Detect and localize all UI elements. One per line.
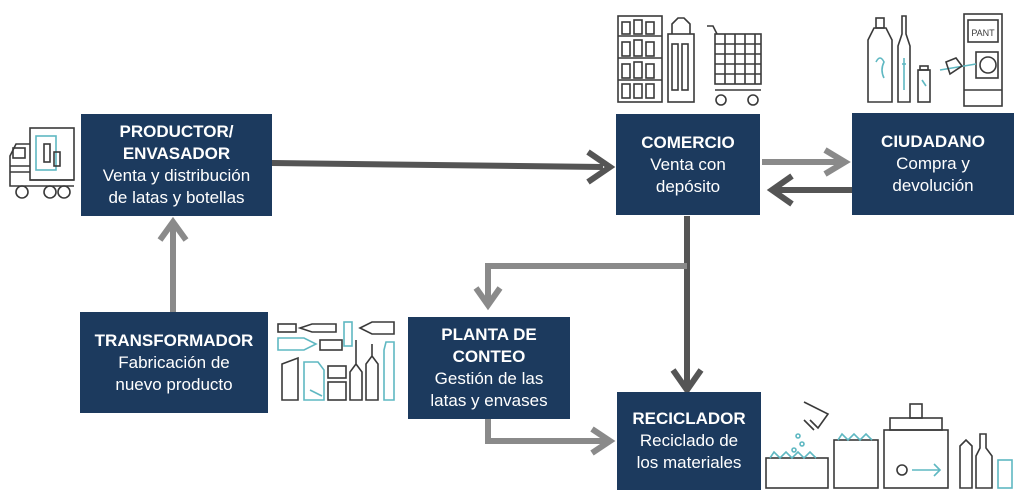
node-transformador-desc-2: nuevo producto [115,374,233,394]
node-planta-title-2: CONTEO [452,347,526,366]
arrow-productor-to-comercio [271,149,616,185]
arrow-comercio-to-ciudadano [762,147,851,177]
arrow-transformador-to-productor [157,216,189,312]
node-comercio-desc-2: depósito [655,176,721,196]
recycling-plant-icon [765,401,1013,489]
node-comercio-title: COMERCIO [641,132,735,152]
sorted-containers-icon [277,321,395,401]
node-reciclador-title: RECICLADOR [632,409,746,428]
bottles-and-cans-icon [867,15,931,103]
node-productor-title-2: ENVASADOR [122,144,231,163]
vending-machine-label: PANT [971,28,995,38]
node-productor: PRODUCTOR/ ENVASADOR Venta y distribució… [81,114,272,216]
node-ciudadano-title: CIUDADANO [881,132,985,151]
node-transformador-title: TRANSFORMADOR [94,330,254,350]
node-productor-desc: Venta y distribución [102,166,251,185]
shopping-cart-icon [707,25,762,106]
delivery-truck-icon [9,127,75,199]
node-planta-desc: Gestión de las [434,369,544,388]
arrow-comercio-to-reciclador [670,216,704,396]
node-productor-desc-2: de latas y botellas [108,188,245,207]
node-transformador-desc: Fabricación de [118,352,230,372]
node-comercio-desc: Venta con [650,154,726,174]
node-reciclador: RECICLADOR Reciclado de los materiales [617,392,761,490]
store-shelf-icon [617,15,695,103]
node-comercio: COMERCIO Venta con depósito [616,114,760,215]
arrow-ciudadano-to-comercio [766,173,852,207]
node-transformador: TRANSFORMADOR Fabricación de nuevo produ… [80,312,268,413]
arrow-comercio-to-planta [473,263,687,311]
node-planta-title: PLANTA DE [441,325,537,344]
node-ciudadano-desc-2: devolución [892,176,974,195]
node-planta: PLANTA DE CONTEO Gestión de las latas y … [408,317,570,419]
node-reciclador-desc: Reciclado de [639,431,739,450]
node-planta-desc-2: latas y envases [430,391,548,410]
node-ciudadano-desc: Compra y [896,154,970,173]
arrow-planta-to-reciclador [485,418,616,456]
node-ciudadano: CIUDADANO Compra y devolución [852,113,1014,215]
reverse-vending-machine-icon: PANT [939,13,1003,107]
node-productor-title: PRODUCTOR/ [119,122,234,141]
node-reciclador-desc-2: los materiales [636,453,742,472]
